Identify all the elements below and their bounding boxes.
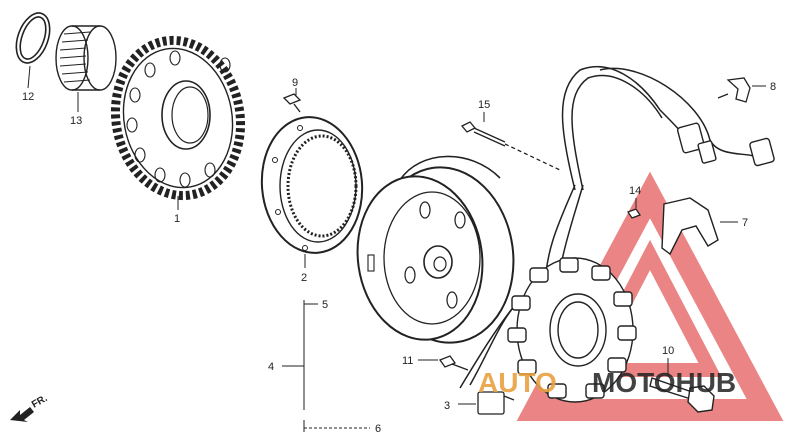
callout-2: 2 [301, 272, 307, 284]
leader-lines [282, 300, 370, 432]
callout-15: 15 [478, 99, 490, 111]
watermark-right: MOTOHUB [592, 367, 736, 398]
callout-labels: 1 2 3 4 5 6 7 8 9 10 11 12 13 14 15 [22, 77, 776, 435]
bolt-10-part [649, 377, 715, 413]
watermark-text: AUTO MOTOHUB [478, 367, 736, 398]
flywheel-part [356, 155, 515, 344]
callout-5: 5 [322, 299, 328, 311]
callout-1: 1 [174, 213, 180, 225]
callout-14: 14 [629, 185, 641, 197]
clamp-part [717, 77, 751, 103]
callout-4: 4 [268, 361, 274, 373]
callout-7: 7 [742, 217, 748, 229]
callout-12: 12 [22, 91, 34, 103]
pulse-generator-part [477, 391, 515, 415]
callout-8: 8 [770, 81, 776, 93]
bolt-9-part [282, 93, 302, 113]
callout-13: 13 [70, 115, 82, 127]
bracket-part [661, 197, 719, 256]
callout-11: 11 [402, 355, 413, 367]
snap-ring-part [15, 12, 51, 64]
bolt-15-part [460, 121, 561, 171]
callout-9: 9 [292, 77, 298, 89]
needle-bearing-part [55, 25, 117, 91]
stator-part [507, 257, 637, 403]
starter-clutch-part [260, 116, 364, 254]
screw-14-part [627, 208, 641, 219]
direction-arrow: FR. [10, 393, 50, 422]
connector-part [676, 122, 775, 167]
starter-gear-part [110, 35, 246, 201]
watermark-left: AUTO [478, 367, 557, 398]
callout-3: 3 [444, 400, 450, 412]
callout-6: 6 [375, 423, 381, 435]
direction-label: FR. [30, 393, 50, 411]
screw-11-part [438, 355, 469, 371]
callout-10: 10 [662, 345, 674, 357]
